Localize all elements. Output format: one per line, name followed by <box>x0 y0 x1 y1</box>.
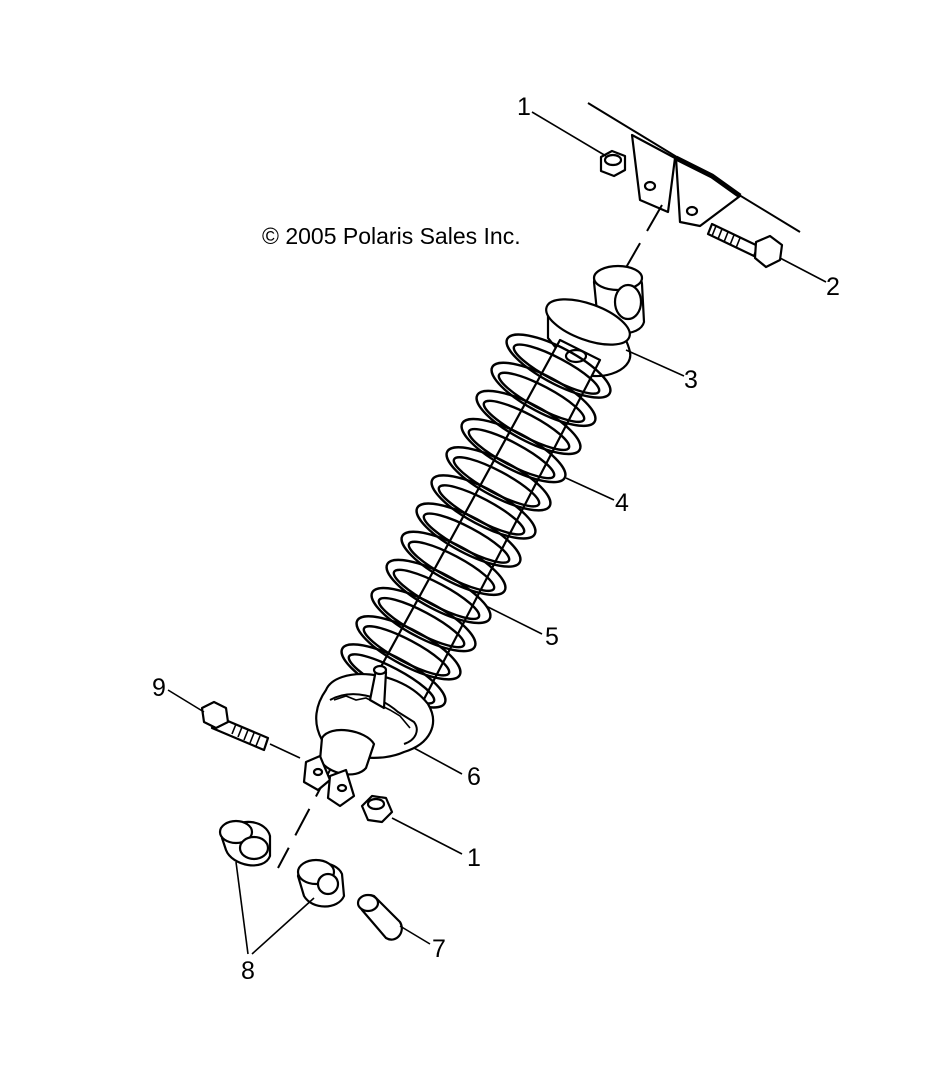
spring-coil-turn <box>400 530 507 597</box>
nut-top <box>599 149 627 178</box>
callout-1-bottom: 1 <box>467 844 481 872</box>
spring-coil-turn <box>370 586 477 653</box>
bolt-upper <box>706 222 784 269</box>
spring-coil-turn <box>445 446 552 512</box>
callout-8: 8 <box>241 957 255 985</box>
callout-9: 9 <box>152 674 166 702</box>
leader-lines <box>167 111 827 955</box>
callout-5: 5 <box>545 623 559 651</box>
frame-mount-bracket <box>587 102 801 233</box>
spring-coil-turn <box>475 389 582 456</box>
callout-3: 3 <box>684 366 698 394</box>
callout-1-top: 1 <box>517 93 531 121</box>
bolt-lower <box>200 700 301 759</box>
spring-coil-turn <box>460 417 567 484</box>
spring-coil-turn <box>505 333 612 399</box>
callout-7: 7 <box>432 935 446 963</box>
callout-6: 6 <box>467 763 481 791</box>
callout-2: 2 <box>826 273 840 301</box>
sleeve <box>356 893 403 941</box>
shock-bottom-clevis <box>302 729 376 808</box>
callout-4: 4 <box>615 489 629 517</box>
spring-coil-turn <box>385 558 492 625</box>
spring-coil-turn <box>355 615 462 681</box>
coil-spring <box>340 333 612 709</box>
spring-coil-turn <box>415 502 522 568</box>
nut-bottom <box>360 794 394 824</box>
bushing-left <box>218 819 272 867</box>
bushing-right <box>296 858 346 908</box>
copyright-text: © 2005 Polaris Sales Inc. <box>262 223 521 249</box>
spring-coil-turn <box>430 474 537 540</box>
spring-coil-turn <box>490 361 597 428</box>
